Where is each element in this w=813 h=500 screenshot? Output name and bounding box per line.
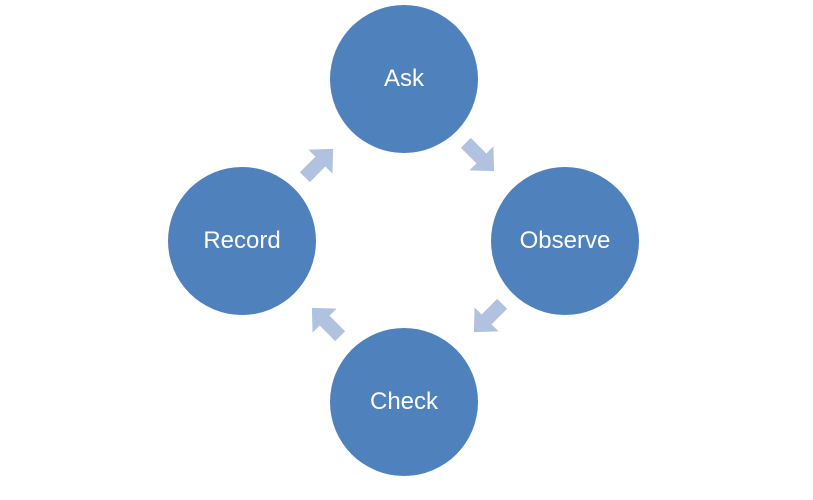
arrow-observe-to-check [473, 298, 508, 333]
arrow-record-to-ask [299, 148, 334, 183]
node-ask: Ask [330, 5, 478, 153]
node-check-label: Check [369, 388, 439, 415]
arrow-ask-to-observe [460, 137, 495, 172]
node-record-label: Record [203, 227, 281, 254]
node-observe-label: Observe [519, 227, 611, 254]
arrow-check-to-record [311, 307, 346, 342]
node-ask-label: Ask [383, 65, 424, 92]
node-check: Check [330, 328, 478, 476]
node-record: Record [168, 167, 316, 315]
node-observe: Observe [491, 167, 639, 315]
